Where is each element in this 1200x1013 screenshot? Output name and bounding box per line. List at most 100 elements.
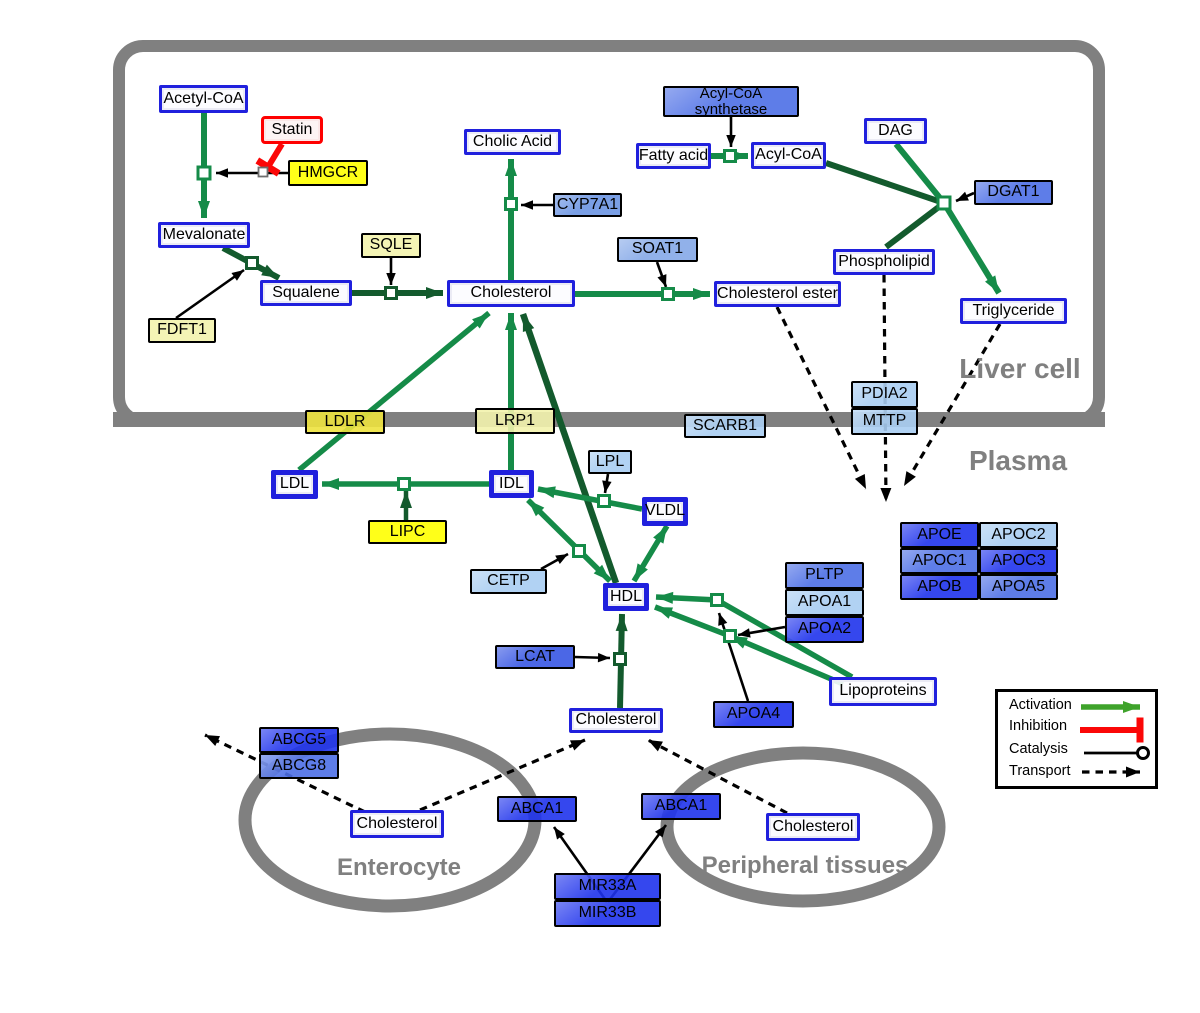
node-abca1-enterocyte[interactable]: ABCA1 <box>497 796 577 822</box>
node-apoc2[interactable]: APOC2 <box>979 522 1058 548</box>
node-ldl[interactable]: LDL <box>271 470 318 499</box>
edge-mevalonate-to-squalene-arrowhead <box>261 264 279 278</box>
enterocyte-label: Enterocyte <box>336 854 462 881</box>
edge-idl-to-cholesterol-arrowhead <box>505 313 517 330</box>
edge-lipc-activation-arrowhead <box>400 491 412 508</box>
anchor-2 <box>245 256 259 270</box>
node-phospholipid[interactable]: Phospholipid <box>833 249 935 275</box>
edge-hdl-to-cholesterol <box>519 312 620 585</box>
node-mir33b[interactable]: MIR33B <box>554 900 661 927</box>
node-dgat1[interactable]: DGAT1 <box>974 180 1053 205</box>
node-sqle[interactable]: SQLE <box>361 233 421 258</box>
anchor-4 <box>504 197 518 211</box>
edge-enterocyte-cholesterol-efflux-arrowhead <box>205 735 221 747</box>
anchor-1 <box>257 166 269 178</box>
node-abcg8[interactable]: ABCG8 <box>259 753 339 779</box>
node-squalene[interactable]: Squalene <box>260 280 352 306</box>
legend-box-shape <box>995 689 1158 789</box>
node-lipc[interactable]: LIPC <box>368 520 447 544</box>
edge-vldl-hdl-exchange-arrowhead <box>634 563 648 581</box>
edge-enterocyte-cholesterol-efflux <box>204 733 366 814</box>
node-dag[interactable]: DAG <box>864 118 927 144</box>
node-acetyl-coa[interactable]: Acetyl-CoA <box>159 85 248 113</box>
node-mir33a[interactable]: MIR33A <box>554 873 661 900</box>
node-cetp[interactable]: CETP <box>470 569 547 594</box>
node-fdft1[interactable]: FDFT1 <box>148 318 216 343</box>
edge-mir33-to-abca1-left-arrowhead <box>554 827 565 840</box>
anchor-3 <box>384 286 398 300</box>
node-apob[interactable]: APOB <box>900 574 979 600</box>
node-cholesterol-enterocyte[interactable]: Cholesterol <box>350 810 444 838</box>
edge-dgat1-catalysis-arrowhead <box>956 191 969 201</box>
edge-sqle-catalysis-arrowhead <box>386 273 396 285</box>
peripheral-tissues-label: Peripheral tissues <box>701 852 909 879</box>
node-apoa5[interactable]: APOA5 <box>979 574 1058 600</box>
node-apoe[interactable]: APOE <box>900 522 979 548</box>
node-cyp7a1[interactable]: CYP7A1 <box>553 193 622 217</box>
anchor-9 <box>597 494 611 508</box>
node-lcat[interactable]: LCAT <box>495 645 575 669</box>
node-cholesterol-peripheral[interactable]: Cholesterol <box>766 813 860 841</box>
edge-cyp7a1-catalysis-arrowhead <box>521 200 533 210</box>
node-hdl[interactable]: HDL <box>603 583 649 611</box>
edge-statin-inhibition <box>265 142 285 169</box>
node-ldlr[interactable]: LDLR <box>305 410 385 434</box>
node-cholesterol-liver[interactable]: Cholesterol <box>447 280 575 307</box>
node-mevalonate[interactable]: Mevalonate <box>158 222 250 248</box>
node-apoa4[interactable]: APOA4 <box>713 701 794 728</box>
node-cholesterol-ester[interactable]: Cholesterol ester <box>714 281 841 307</box>
node-apoa1[interactable]: APOA1 <box>785 589 864 616</box>
liver-cell-label: Liver cell <box>959 353 1081 384</box>
edge-vldl-to-idl <box>537 486 643 512</box>
edge-lipoproteins-to-hdl-upper-arrowhead <box>656 591 674 604</box>
node-pltp[interactable]: PLTP <box>785 562 864 589</box>
edge-peripheral-to-plasma-cholesterol-arrowhead <box>648 740 663 752</box>
anchor-7 <box>661 287 675 301</box>
node-lpl[interactable]: LPL <box>588 450 632 474</box>
node-lrp1[interactable]: LRP1 <box>475 408 555 434</box>
legend-catalysis-label: Catalysis <box>1009 741 1068 757</box>
edge-fdft1-catalysis <box>175 268 245 320</box>
plasma-label: Plasma <box>968 445 1068 476</box>
edge-ldl-to-cholesterol <box>297 310 491 473</box>
edge-triglyceride-transport-arrowhead <box>904 471 916 486</box>
edge-lcat-catalysis-arrowhead <box>597 652 610 663</box>
node-scarb1[interactable]: SCARB1 <box>684 414 766 438</box>
edge-lpl-catalysis-arrowhead <box>602 480 612 493</box>
node-idl[interactable]: IDL <box>489 470 534 498</box>
node-soat1[interactable]: SOAT1 <box>617 237 698 262</box>
edge-dag-to-triglyceride-arrowhead <box>985 275 999 293</box>
edge-legend-catalysis-symbol-circle <box>1136 746 1150 760</box>
anchor-5 <box>723 149 737 163</box>
node-lipoproteins[interactable]: Lipoproteins <box>829 677 937 706</box>
edge-cholesterol-to-ester-arrowhead <box>693 288 710 300</box>
node-hmgcr[interactable]: HMGCR <box>288 160 368 186</box>
edge-cholesterol-to-cholicacid-arrowhead <box>505 159 517 176</box>
edge-apoa4-catalysis <box>717 612 750 702</box>
edge-acs-catalysis-arrowhead <box>726 135 736 147</box>
edge-phospholipid-transport-arrowhead <box>880 487 892 502</box>
node-pdia2[interactable]: PDIA2 <box>851 381 918 408</box>
anchor-13 <box>723 629 737 643</box>
node-apoa2[interactable]: APOA2 <box>785 616 864 643</box>
edge-idl-hdl-exchange-arrowhead <box>593 564 610 581</box>
node-abca1-peripheral[interactable]: ABCA1 <box>641 793 721 820</box>
anchor-10 <box>572 544 586 558</box>
edge-mir33-to-abca1-right-arrowhead <box>654 825 666 838</box>
node-abcg5[interactable]: ABCG5 <box>259 727 339 753</box>
node-apoc3[interactable]: APOC3 <box>979 548 1058 574</box>
node-cholic-acid[interactable]: Cholic Acid <box>464 129 561 155</box>
membrane-bar-shape <box>113 412 1105 427</box>
edge-idl-hdl-exchange-arrowhead-start <box>528 500 545 517</box>
node-cholesterol-plasma[interactable]: Cholesterol <box>569 708 663 733</box>
node-acyl-coa-synthetase[interactable]: Acyl-CoA synthetase <box>663 86 799 117</box>
node-fatty-acid[interactable]: Fatty acid <box>636 143 711 169</box>
node-triglyceride[interactable]: Triglyceride <box>960 298 1067 324</box>
node-acyl-coa[interactable]: Acyl-CoA <box>751 142 826 169</box>
node-statin[interactable]: Statin <box>261 116 323 144</box>
node-vldl[interactable]: VLDL <box>642 497 688 526</box>
node-apoc1[interactable]: APOC1 <box>900 548 979 574</box>
node-mttp[interactable]: MTTP <box>851 408 918 435</box>
